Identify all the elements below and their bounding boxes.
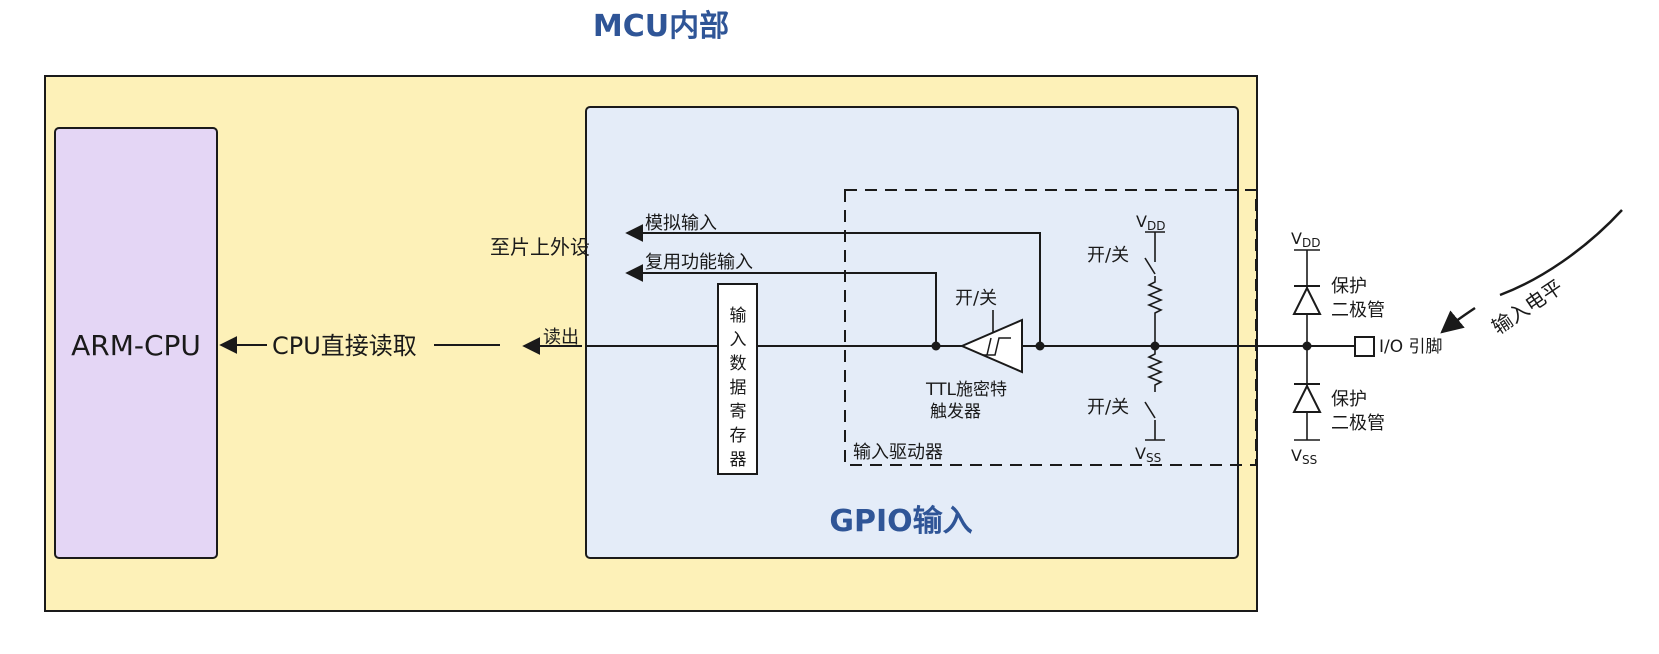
trigger-switch-label: 开/关 bbox=[955, 288, 997, 309]
pulldown-switch bbox=[1144, 401, 1156, 419]
read-out-label: 读出 bbox=[543, 327, 579, 348]
protection-diode-bottom bbox=[1292, 383, 1322, 413]
input-data-register-char-3: 数 bbox=[730, 354, 747, 374]
cpu-read-label: CPU直接读取 bbox=[272, 332, 417, 360]
pullup-resistor bbox=[1146, 276, 1164, 346]
gpio-input-label: GPIO输入 bbox=[829, 504, 972, 539]
schmitt-trigger-label-line2: 触发器 bbox=[930, 402, 981, 422]
io-pin-square bbox=[1354, 336, 1375, 357]
svg-text:DD: DD bbox=[1302, 236, 1320, 250]
pulldown-resistor bbox=[1146, 346, 1164, 392]
junction-dot-analog bbox=[1035, 341, 1045, 351]
input-data-register-char-7: 器 bbox=[730, 450, 747, 470]
vss-symbol-diode: V SS bbox=[1291, 439, 1320, 467]
svg-text:V: V bbox=[1291, 446, 1302, 465]
analog-input-line bbox=[625, 224, 1041, 346]
protection-diode-bottom-label-1: 保护 bbox=[1331, 389, 1367, 410]
input-data-register-char-2: 入 bbox=[730, 330, 747, 350]
vss-symbol-pulldown: V SS bbox=[1135, 439, 1165, 465]
svg-text:SS: SS bbox=[1302, 453, 1317, 467]
io-pin-label: I/O 引脚 bbox=[1379, 337, 1443, 357]
alt-function-label: 复用功能输入 bbox=[645, 252, 753, 273]
pullup-switch-label: 开/关 bbox=[1087, 245, 1129, 266]
input-data-register-char-5: 寄 bbox=[730, 402, 747, 422]
vdd-symbol-diode: V DD bbox=[1291, 229, 1320, 251]
input-data-register-char-1: 输 bbox=[730, 306, 747, 326]
alt-function-line bbox=[625, 264, 937, 346]
arm-cpu-box bbox=[54, 127, 218, 559]
gpio-input-box bbox=[585, 106, 1239, 559]
diagram-title: MCU内部 bbox=[593, 9, 729, 44]
input-data-register-char-6: 存 bbox=[730, 426, 747, 446]
schmitt-trigger-label-line1: TTL施密特 bbox=[925, 380, 1007, 400]
pullup-switch bbox=[1144, 257, 1156, 275]
svg-text:V: V bbox=[1291, 229, 1302, 248]
analog-input-label: 模拟输入 bbox=[645, 213, 717, 234]
svg-text:DD: DD bbox=[1147, 219, 1165, 233]
svg-text:SS: SS bbox=[1146, 451, 1161, 465]
protection-diode-top bbox=[1292, 285, 1322, 315]
peripheral-label: 至片上外设 bbox=[490, 235, 590, 259]
protection-diode-top-label-2: 二极管 bbox=[1331, 300, 1385, 321]
svg-text:V: V bbox=[1135, 444, 1146, 463]
input-level-arrow bbox=[1442, 209, 1623, 332]
protection-diode-top-label-1: 保护 bbox=[1331, 276, 1367, 297]
input-driver-label: 输入驱动器 bbox=[853, 442, 943, 463]
schmitt-trigger-symbol bbox=[959, 318, 1023, 374]
input-data-register bbox=[717, 283, 758, 475]
input-driver-box bbox=[844, 189, 1257, 466]
input-data-register-char-4: 据 bbox=[730, 378, 747, 398]
svg-text:V: V bbox=[1136, 212, 1147, 231]
junction-dot-alt bbox=[931, 341, 941, 351]
pulldown-switch-label: 开/关 bbox=[1087, 397, 1129, 418]
protection-diode-bottom-label-2: 二极管 bbox=[1331, 413, 1385, 434]
arm-cpu-label: ARM-CPU bbox=[71, 329, 201, 362]
